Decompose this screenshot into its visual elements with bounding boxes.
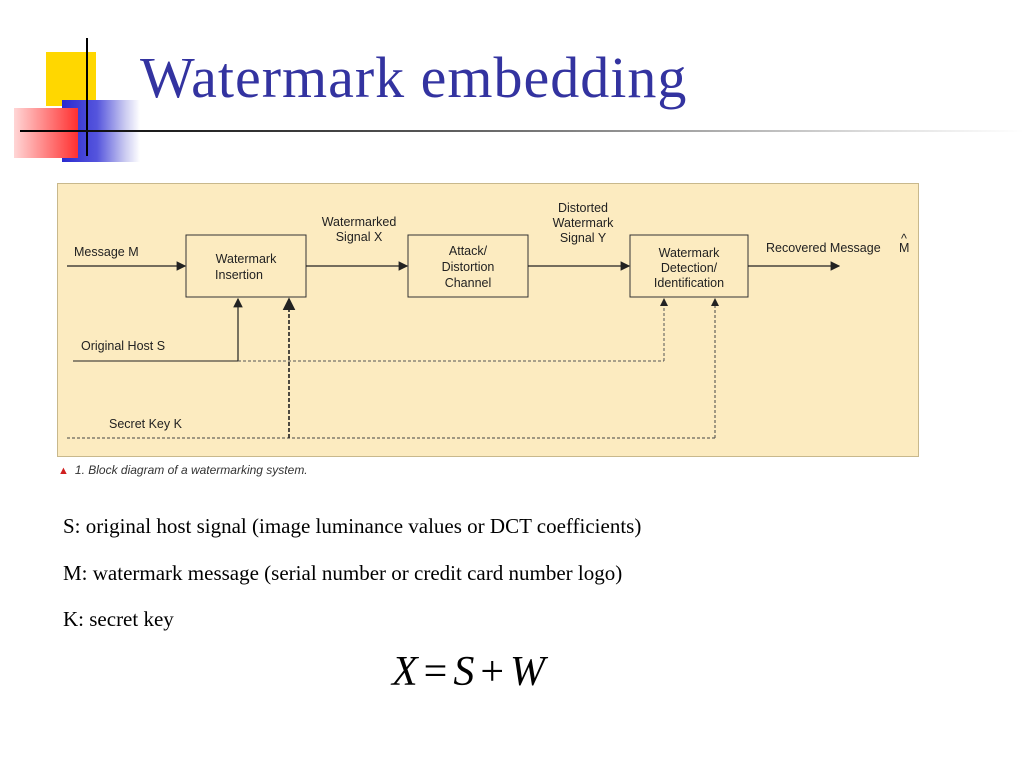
page-title: Watermark embedding <box>140 45 688 110</box>
label-distorted-1: Distorted <box>558 201 608 215</box>
deco-vertical-line <box>86 38 88 156</box>
label-secret-key: Secret Key K <box>109 417 183 431</box>
diagram-caption: ▲ 1. Block diagram of a watermarking syst… <box>58 463 308 477</box>
equation-lhs: X <box>392 649 418 695</box>
note-host-signal: S: original host signal (image luminance… <box>63 514 642 538</box>
block-detection-label-1: Watermark <box>659 246 720 260</box>
block-insertion <box>185 234 307 298</box>
deco-yellow-square <box>46 52 96 106</box>
block-channel-label-3: Channel <box>445 276 492 290</box>
label-recovered-symbol: M <box>899 241 909 255</box>
equation-term-s: S <box>453 649 475 695</box>
diagram-panel <box>57 183 919 457</box>
label-watermarked-1: Watermarked <box>322 215 397 229</box>
title-divider <box>20 130 1024 132</box>
block-insertion-label-1: Watermark <box>216 252 277 266</box>
caption-triangle-icon: ▲ <box>58 465 69 477</box>
label-recovered-message: Recovered Message <box>766 241 881 255</box>
block-detection-label-3: Identification <box>654 276 724 290</box>
block-channel-label-2: Distortion <box>442 260 495 274</box>
label-recovered-hat: ^ <box>901 232 907 246</box>
label-message-m: Message M <box>74 245 139 259</box>
block-insertion-label-2: Insertion <box>215 268 263 282</box>
deco-red-square <box>14 108 78 158</box>
equation: X=S+W <box>392 648 545 696</box>
block-diagram: Watermark Insertion Attack/ Distortion C… <box>67 201 909 439</box>
label-original-host: Original Host S <box>81 339 165 353</box>
note-watermark-message: M: watermark message (serial number or c… <box>63 561 623 585</box>
block-detection-label-2: Detection/ <box>661 261 718 275</box>
equation-equals: = <box>423 649 448 695</box>
caption-text: 1. Block diagram of a watermarking syste… <box>74 463 308 477</box>
equation-plus: + <box>480 649 505 695</box>
note-secret-key: K: secret key <box>63 607 174 631</box>
label-watermarked-2: Signal X <box>336 230 383 244</box>
label-distorted-3: Signal Y <box>560 231 607 245</box>
equation-term-w: W <box>510 649 546 695</box>
label-distorted-2: Watermark <box>553 216 614 230</box>
block-channel-label-1: Attack/ <box>449 244 488 258</box>
